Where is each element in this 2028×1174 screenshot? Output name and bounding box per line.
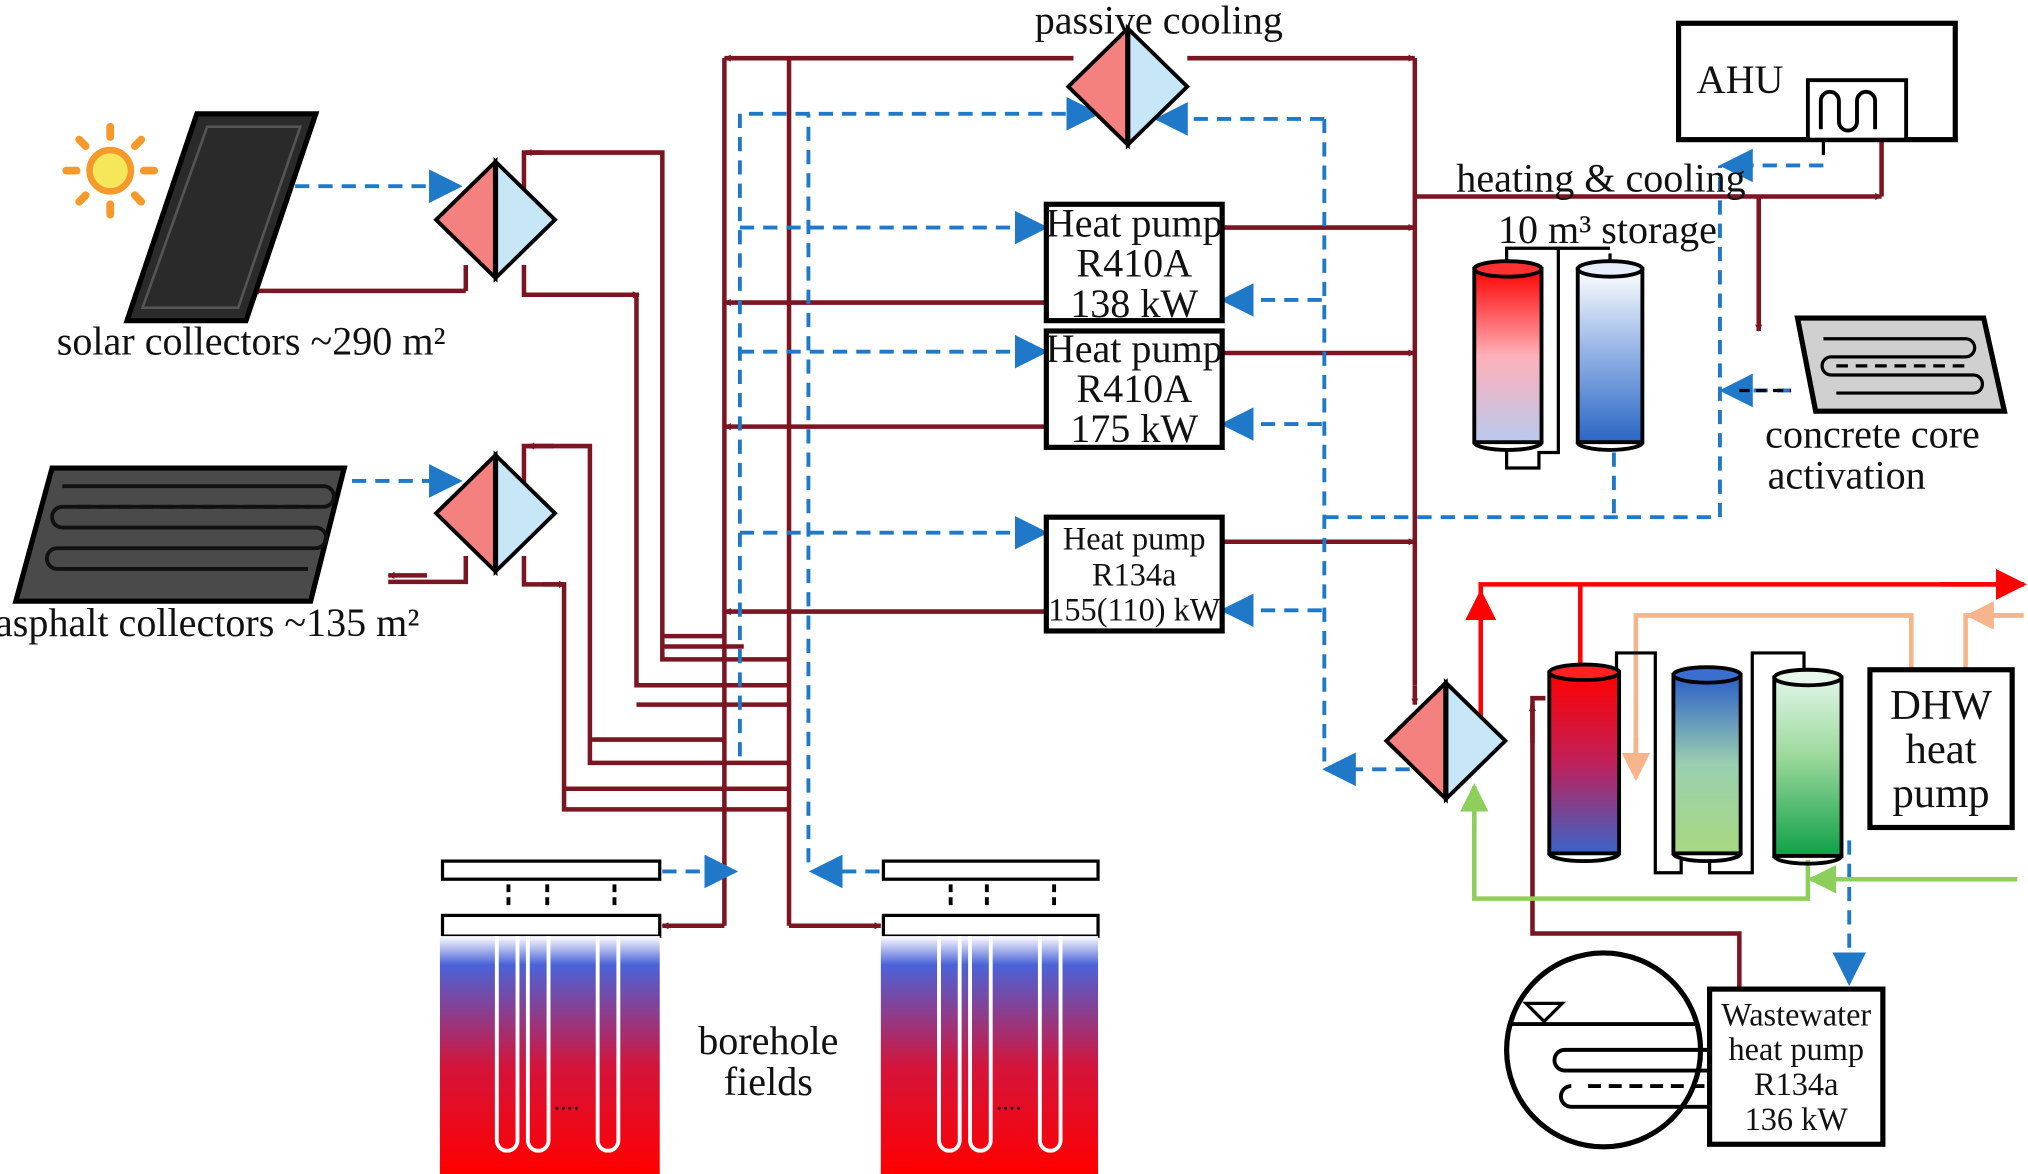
ahu-label: AHU xyxy=(1697,57,1784,102)
borehole-field-right: .... xyxy=(880,859,1100,1174)
wastewater-tank-icon xyxy=(1504,950,1708,1150)
heat-pump-3-refrigerant: R134a xyxy=(1092,557,1176,593)
heat-exchanger-dhw xyxy=(1383,678,1509,804)
heat-pump-2: Heat pump R410A 175 kW xyxy=(1043,326,1225,451)
borehole-field-left: .... xyxy=(439,859,662,1174)
concrete-core-label: concrete core xyxy=(1765,411,1980,456)
dhw-tank-2 xyxy=(1671,665,1743,864)
passive-cooling-label: passive cooling xyxy=(1035,0,1283,43)
storage-label: 10 m³ storage xyxy=(1498,207,1717,252)
concrete-core-icon xyxy=(1794,315,2008,414)
dhw-pipes xyxy=(1460,568,2027,901)
asphalt-collectors-label: asphalt collectors ~135 m² xyxy=(0,600,419,645)
dhw-tank-3 xyxy=(1772,667,1844,866)
heat-pump-1-capacity: 138 kW xyxy=(1070,281,1198,326)
fields-label: fields xyxy=(724,1059,813,1104)
activation-label: activation xyxy=(1768,453,1926,498)
storage-tank-cold xyxy=(1575,259,1645,452)
heat-exchanger-solar xyxy=(433,157,558,283)
heat-exchanger-asphalt xyxy=(433,450,558,577)
dhw-tank-1 xyxy=(1547,662,1622,864)
supply-pipes xyxy=(251,54,1884,990)
asphalt-collector-icon xyxy=(12,465,348,604)
cold-pipes xyxy=(295,96,1867,987)
wastewater-hp-label-1: Wastewater xyxy=(1721,996,1871,1032)
heat-pump-3-label: Heat pump xyxy=(1063,521,1206,557)
heat-pump-2-label: Heat pump xyxy=(1046,326,1223,371)
heating-cooling-label: heating & cooling xyxy=(1456,155,1745,200)
dhw-heat-pump: DHW heat pump xyxy=(1867,667,2015,831)
borehole-label: borehole xyxy=(698,1018,838,1063)
dhw-label-2: heat xyxy=(1906,726,1977,773)
svg-text:....: .... xyxy=(554,1086,580,1115)
solar-collectors-label: solar collectors ~290 m² xyxy=(57,318,446,363)
sun-icon xyxy=(62,122,159,219)
wastewater-hp-label-3: R134a xyxy=(1754,1066,1838,1102)
ahu-unit xyxy=(1675,20,1958,143)
heat-pump-2-capacity: 175 kW xyxy=(1070,406,1198,451)
dhw-label-1: DHW xyxy=(1890,682,1993,729)
heat-pump-3-capacity: 155(110) kW xyxy=(1048,592,1220,628)
wastewater-hp-label-4: 136 kW xyxy=(1745,1101,1849,1137)
heat-exchanger-passive-cooling xyxy=(1065,23,1191,150)
heat-pump-1-refrigerant: R410A xyxy=(1076,241,1192,286)
solar-collector-icon xyxy=(123,111,320,324)
storage-tank-hot xyxy=(1472,259,1544,452)
svg-text:....: .... xyxy=(996,1086,1022,1115)
heat-pump-2-refrigerant: R410A xyxy=(1076,366,1192,411)
heat-pump-1: Heat pump R410A 138 kW xyxy=(1043,201,1225,326)
heat-pump-3: Heat pump R134a 155(110) kW xyxy=(1043,514,1225,634)
heat-pump-1-label: Heat pump xyxy=(1046,201,1223,246)
wastewater-heat-pump: Wastewater heat pump R134a 136 kW xyxy=(1707,986,1886,1147)
dhw-label-3: pump xyxy=(1892,770,1989,817)
wastewater-hp-label-2: heat pump xyxy=(1728,1031,1864,1067)
